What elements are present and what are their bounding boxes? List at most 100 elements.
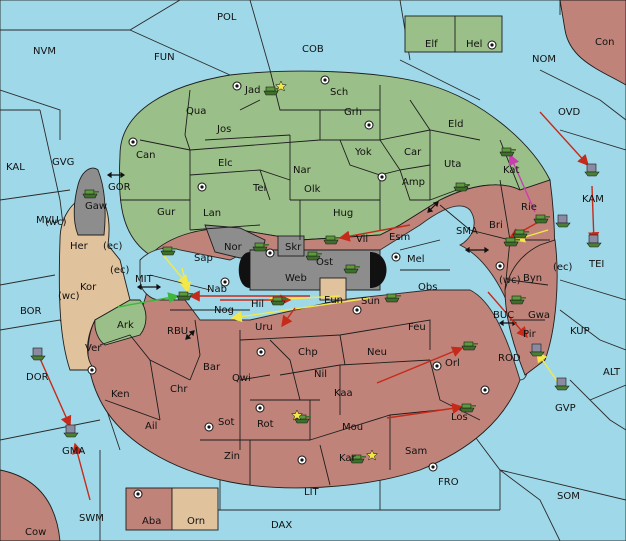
label-cob: COB: [302, 44, 324, 55]
label-chp: Chp: [298, 347, 318, 358]
label-sun: Sun: [361, 296, 380, 307]
label-bor: BOR: [20, 306, 42, 317]
region-east-peninsula[interactable]: [504, 239, 558, 376]
label-kaa: Kaa: [334, 388, 353, 399]
label-kor-wc: (wc): [58, 291, 80, 302]
label-nom: NOM: [532, 54, 556, 65]
region-skr[interactable]: [277, 235, 305, 257]
label-aba: Aba: [142, 516, 161, 527]
label-gvg: GVG: [52, 157, 74, 168]
label-elf: Elf: [425, 39, 438, 50]
region-gaw[interactable]: [73, 167, 106, 236]
label-zin: Zin: [224, 451, 240, 462]
black-edge-west: [238, 252, 250, 288]
label-can: Can: [136, 150, 155, 161]
label-dax: DAX: [271, 520, 292, 531]
label-qua: Qua: [186, 106, 206, 117]
label-mit: MIT: [135, 274, 154, 285]
label-con: Con: [595, 37, 614, 48]
label-lit: LIT: [304, 487, 320, 498]
label-rod: ROD: [498, 353, 521, 364]
label-nog: Nog: [214, 305, 234, 316]
label-rie: Rie: [521, 202, 537, 213]
label-her-wc: (wc): [45, 217, 67, 228]
label-ost: Ost: [316, 257, 333, 268]
label-byn-wc: (wc): [499, 275, 521, 286]
label-tel: Tel: [252, 183, 266, 194]
region-eun[interactable]: [319, 277, 347, 301]
label-fro: FRO: [438, 477, 459, 488]
label-uta: Uta: [444, 159, 461, 170]
label-lan: Lan: [203, 208, 221, 219]
supply-centers: [87, 40, 505, 499]
label-gur: Gur: [157, 207, 176, 218]
label-buc: BUC: [493, 310, 514, 321]
label-kal: KAL: [6, 162, 25, 173]
label-orl: Orl: [445, 358, 460, 369]
island-elf-hel[interactable]: [404, 15, 503, 53]
label-orn: Orn: [187, 516, 205, 527]
label-jos: Jos: [216, 124, 231, 135]
label-pir: Pir: [523, 329, 537, 340]
label-jad: Jad: [244, 85, 260, 96]
label-tei: TEI: [588, 259, 604, 270]
label-sot: Sot: [218, 417, 234, 428]
label-ovd: OVD: [558, 107, 581, 118]
label-hug: Hug: [333, 208, 353, 219]
label-mvu: MVU: [36, 215, 59, 226]
label-obs: Obs: [418, 282, 437, 293]
label-pol: POL: [217, 12, 237, 23]
label-esm: Esm: [389, 232, 410, 243]
star-markers: [274, 80, 379, 461]
label-ver: Ver: [85, 343, 102, 354]
label-dor: DOR: [26, 372, 49, 383]
region-labels: POL COB NOM NVM FUN Con Elf Hel OVD KAL …: [6, 12, 621, 538]
label-kat: Kat: [503, 165, 520, 176]
label-byn-ec: (ec): [553, 262, 573, 273]
label-yok: Yok: [354, 147, 372, 158]
label-hil: Hil: [251, 299, 264, 310]
label-sma: SMA: [456, 226, 478, 237]
label-nil: Nil: [314, 369, 327, 380]
region-aba[interactable]: [125, 487, 173, 531]
label-kup: KUP: [570, 326, 590, 337]
label-nar: Nar: [293, 165, 312, 176]
label-eun: Eun: [324, 295, 343, 306]
label-ark: Ark: [117, 320, 134, 331]
label-olk: Olk: [304, 184, 321, 195]
label-car: Car: [404, 147, 422, 158]
label-vil: Vil: [356, 234, 368, 245]
label-qwi: Qwi: [232, 373, 251, 384]
label-rot: Rot: [257, 419, 274, 430]
label-her: Her: [70, 241, 89, 252]
label-nvm: NVM: [33, 46, 56, 57]
label-grh: Grh: [344, 107, 362, 118]
label-amp: Amp: [402, 177, 425, 188]
label-bri: Bri: [489, 220, 503, 231]
region-ark[interactable]: [94, 299, 147, 346]
label-hel: Hel: [466, 39, 482, 50]
label-byn: Byn: [523, 273, 542, 284]
region-orn[interactable]: [171, 487, 219, 531]
label-gwa: Gwa: [528, 310, 550, 321]
label-nab: Nab: [207, 284, 227, 295]
label-chr: Chr: [170, 384, 188, 395]
label-neu: Neu: [367, 347, 387, 358]
label-gaw: Gaw: [85, 201, 107, 212]
label-mel: Mel: [407, 254, 425, 265]
label-gvp: GVP: [555, 403, 576, 414]
black-edge-east: [370, 252, 387, 288]
label-cow: Cow: [25, 527, 46, 538]
label-uru: Uru: [255, 322, 273, 333]
label-skr: Skr: [285, 242, 302, 253]
label-nor: Nor: [224, 242, 243, 253]
label-fun: FUN: [154, 52, 175, 63]
label-kam: KAM: [582, 194, 604, 205]
label-web: Web: [285, 273, 307, 284]
green-borders: [120, 69, 521, 240]
label-ken: Ken: [111, 389, 130, 400]
coast-connectors: [106, 171, 518, 340]
label-rbu: RBU: [167, 326, 188, 337]
